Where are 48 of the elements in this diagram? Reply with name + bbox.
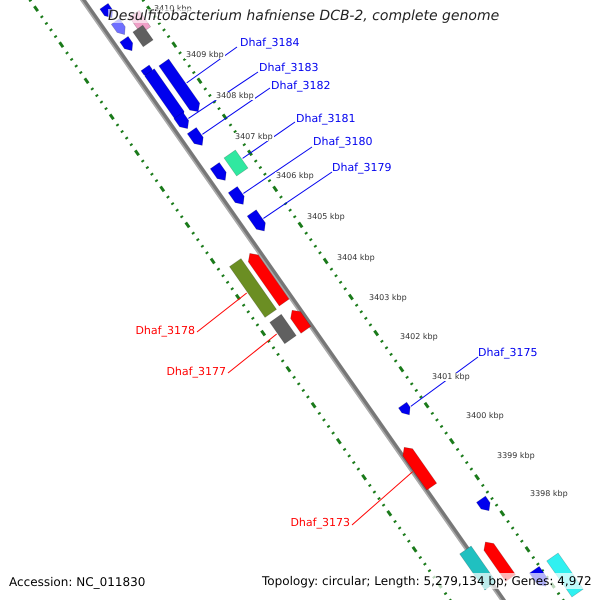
scale-label: 3408 kbp bbox=[215, 92, 255, 100]
scale-label: 3398 kbp bbox=[529, 490, 569, 498]
scale-label: 3405 kbp bbox=[306, 213, 346, 221]
gene-label: Dhaf_3178 bbox=[135, 325, 195, 336]
gene-bar bbox=[132, 24, 154, 48]
scale-label: 3402 kbp bbox=[399, 333, 439, 341]
gene-block bbox=[290, 310, 312, 334]
leader-line bbox=[242, 122, 296, 159]
gene-bar bbox=[269, 314, 297, 344]
gene-label: Dhaf_3175 bbox=[478, 347, 538, 358]
gene-block bbox=[173, 112, 190, 129]
leader-line bbox=[228, 334, 278, 374]
scale-label: 3399 kbp bbox=[496, 452, 536, 460]
gene-block bbox=[476, 496, 490, 512]
gene-label: Dhaf_3184 bbox=[240, 37, 300, 48]
scale-label: 3400 kbp bbox=[465, 412, 505, 420]
leader-line bbox=[352, 471, 414, 526]
scale-label: 3403 kbp bbox=[368, 294, 408, 302]
gene-block bbox=[186, 127, 204, 146]
leader-line bbox=[186, 46, 238, 84]
gene-block bbox=[228, 186, 245, 205]
gene-block bbox=[210, 162, 227, 181]
gene-label: Dhaf_3180 bbox=[313, 136, 373, 147]
leader-line bbox=[196, 292, 248, 332]
gene-label: Dhaf_3183 bbox=[259, 62, 319, 73]
scale-label: 3407 kbp bbox=[234, 133, 274, 141]
gene-label: Dhaf_3181 bbox=[296, 113, 356, 124]
gene-block bbox=[144, 68, 184, 120]
scale-label: 3409 kbp bbox=[185, 51, 225, 59]
gene-block bbox=[158, 58, 200, 112]
scale-label: 3404 kbp bbox=[336, 254, 376, 262]
leader-line bbox=[242, 146, 312, 194]
leader-line bbox=[262, 172, 332, 219]
gene-bar bbox=[229, 258, 277, 318]
scale-label: 3406 kbp bbox=[275, 172, 315, 180]
gene-label: Dhaf_3182 bbox=[271, 80, 331, 91]
accession-text: Accession: NC_011830 bbox=[9, 576, 146, 588]
gene-block bbox=[119, 36, 133, 52]
gene-bar bbox=[224, 150, 248, 176]
gene-block bbox=[402, 446, 438, 491]
gene-block bbox=[248, 253, 290, 306]
gene-block bbox=[398, 402, 410, 416]
gene-label: Dhaf_3173 bbox=[290, 517, 350, 528]
leader-line bbox=[202, 88, 270, 135]
gene-label: Dhaf_3179 bbox=[332, 162, 392, 173]
gene-label: Dhaf_3177 bbox=[166, 366, 226, 377]
scale-label: 3401 kbp bbox=[431, 373, 471, 381]
gene-block bbox=[246, 209, 266, 232]
